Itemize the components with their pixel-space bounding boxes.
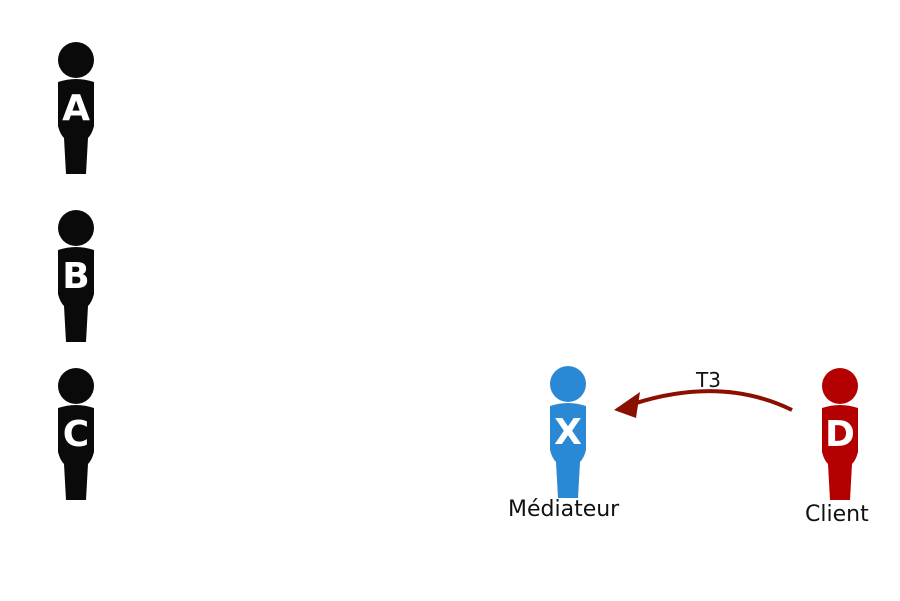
person-c-figure: C: [46, 368, 106, 508]
arrow-label: T3: [696, 368, 721, 392]
person-a-letter: A: [62, 88, 90, 129]
client-caption: Client: [805, 502, 869, 527]
person-icon: [822, 368, 858, 500]
person-a-figure: A: [46, 42, 106, 182]
person-x-letter: X: [554, 412, 582, 453]
person-icon: [58, 368, 94, 500]
person-b-figure: B: [46, 210, 106, 350]
mediator-caption: Médiateur: [508, 497, 620, 522]
person-c-letter: C: [62, 414, 90, 455]
person-icon: [550, 366, 586, 498]
person-d-letter: D: [825, 414, 855, 455]
person-d-figure: D: [810, 368, 870, 508]
person-b-letter: B: [62, 256, 90, 297]
person-icon: [58, 210, 94, 342]
person-x-figure: X: [538, 366, 598, 506]
arrowhead-icon: [614, 392, 640, 418]
person-icon: [58, 42, 94, 174]
